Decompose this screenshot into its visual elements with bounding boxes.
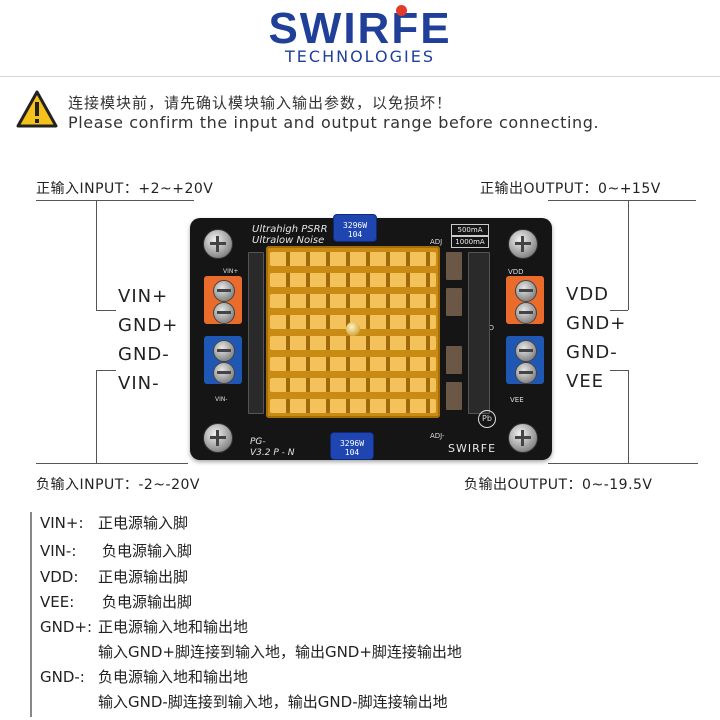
legend-row-gndn: GND-: 负电源输入地和输出地 bbox=[40, 666, 248, 687]
pin-gnd-plus-out: GND+ bbox=[566, 313, 627, 334]
capacitor-3 bbox=[446, 346, 462, 374]
pin-gnd-plus-in: GND+ bbox=[118, 315, 179, 336]
legend-row-gndn-detail: 输入GND-脚连接到输入地，输出GND-脚连接输出地 bbox=[98, 693, 448, 711]
pin-vee: VEE bbox=[566, 371, 605, 392]
board-title-2: Ultralow Noise bbox=[252, 235, 325, 246]
positive-output-label: 正输出OUTPUT：0~+15V bbox=[480, 181, 661, 197]
screw-bottom-left bbox=[203, 423, 233, 453]
legend-key: VIN+: bbox=[40, 514, 84, 532]
legend-row-vinn: VIN-: 负电源输入脚 bbox=[40, 540, 192, 561]
legend-row-gndp-detail: 输入GND+脚连接到输入地，输出GND+脚连接输出地 bbox=[98, 643, 462, 661]
pin-vin-minus: VIN- bbox=[118, 373, 160, 394]
silk-adj-top: ADJ bbox=[430, 238, 443, 246]
terminal-input-negative[interactable] bbox=[204, 336, 242, 384]
board-title-1: Ultrahigh PSRR bbox=[252, 224, 328, 235]
pot-bottom-label: 3296W 104 bbox=[339, 439, 365, 457]
negative-input-leader bbox=[36, 463, 188, 464]
positive-input-tick bbox=[96, 310, 116, 311]
positive-output-tick bbox=[610, 310, 628, 311]
screw-bottom-right bbox=[508, 423, 538, 453]
positive-output-bracket bbox=[628, 200, 629, 310]
screw-top-right bbox=[508, 229, 538, 259]
legend-key: VEE: bbox=[40, 593, 75, 611]
component-column-left bbox=[248, 252, 264, 414]
pb-free-icon: Pb bbox=[478, 410, 496, 428]
warning-text-cn: 连接模块前，请先确认模块输入输出参数，以免损坏！ bbox=[68, 94, 453, 112]
terminal-output-positive[interactable] bbox=[506, 276, 544, 324]
legend-desc: 正电源输入脚 bbox=[98, 514, 189, 532]
legend-desc: 负电源输出脚 bbox=[102, 593, 193, 611]
silk-1000ma: 1000mA bbox=[451, 236, 489, 248]
terminal-input-positive[interactable] bbox=[204, 276, 242, 324]
header-divider bbox=[0, 76, 720, 77]
heatsink-screw bbox=[346, 322, 360, 336]
legend-row-vee: VEE: 负电源输出脚 bbox=[40, 591, 192, 612]
capacitor-2 bbox=[446, 288, 462, 316]
legend-key: VDD: bbox=[40, 568, 79, 586]
trim-potentiometer-bottom[interactable]: 3296W 104 bbox=[330, 432, 374, 460]
terminal-output-negative[interactable] bbox=[506, 336, 544, 384]
legend-row-vdd: VDD: 正电源输出脚 bbox=[40, 566, 188, 587]
legend-desc: 正电源输出脚 bbox=[98, 568, 189, 586]
negative-output-tick bbox=[610, 370, 628, 371]
warning-text-en: Please confirm the input and output rang… bbox=[68, 113, 600, 132]
pin-vin-plus: VIN+ bbox=[118, 286, 169, 307]
legend-bar bbox=[30, 512, 32, 717]
negative-input-tick bbox=[96, 370, 116, 371]
negative-input-bracket bbox=[96, 370, 97, 463]
legend-key: GND+: bbox=[40, 618, 93, 636]
legend-desc: 正电源输入地和输出地 bbox=[98, 618, 249, 636]
pin-gnd-minus-out: GND- bbox=[566, 342, 618, 363]
silk-500ma: 500mA bbox=[451, 224, 489, 236]
warning-triangle-icon bbox=[16, 90, 58, 128]
negative-output-bracket bbox=[628, 370, 629, 463]
silk-vdd: VDD bbox=[508, 268, 524, 276]
legend-desc: 负电源输入地和输出地 bbox=[98, 668, 249, 686]
capacitor-4 bbox=[446, 382, 462, 410]
silk-vinn: VIN- bbox=[215, 396, 228, 403]
positive-input-label: 正输入INPUT：+2~+20V bbox=[36, 181, 214, 197]
heatsink bbox=[266, 246, 440, 418]
brand-logo: SWIRFE bbox=[268, 4, 452, 53]
legend-row-gndp: GND+: 正电源输入地和输出地 bbox=[40, 616, 248, 637]
silk-vinp: VIN+ bbox=[223, 268, 239, 275]
silk-brand: SWIRFE bbox=[448, 442, 497, 455]
silk-adj-bottom: ADJ- bbox=[430, 432, 445, 440]
positive-input-leader bbox=[36, 200, 194, 201]
pin-gnd-minus-in: GND- bbox=[118, 344, 170, 365]
positive-input-bracket bbox=[96, 200, 97, 310]
legend-desc: 负电源输入脚 bbox=[102, 542, 193, 560]
screw-top-left bbox=[203, 229, 233, 259]
legend-key: GND-: bbox=[40, 668, 85, 686]
negative-output-leader bbox=[548, 463, 698, 464]
negative-output-label: 负输出OUTPUT：0~-19.5V bbox=[464, 477, 653, 493]
legend-row-vinp: VIN+: 正电源输入脚 bbox=[40, 512, 188, 533]
component-column-right bbox=[468, 252, 490, 414]
brand-subtitle: TECHNOLOGIES bbox=[285, 47, 435, 66]
pin-vdd: VDD bbox=[566, 284, 610, 305]
trim-potentiometer-top[interactable]: 3296W 104 bbox=[333, 214, 377, 242]
brand-logo-dot bbox=[396, 5, 407, 16]
capacitor-1 bbox=[446, 252, 462, 280]
silk-pg: PG- bbox=[250, 437, 266, 447]
negative-input-label: 负输入INPUT：-2~-20V bbox=[36, 477, 200, 493]
legend-key: VIN-: bbox=[40, 542, 77, 560]
silk-version: V3.2 P - N bbox=[250, 448, 295, 458]
positive-output-leader bbox=[548, 200, 696, 201]
pot-top-label: 3296W 104 bbox=[342, 221, 368, 239]
silk-vee: VEE bbox=[510, 396, 524, 404]
